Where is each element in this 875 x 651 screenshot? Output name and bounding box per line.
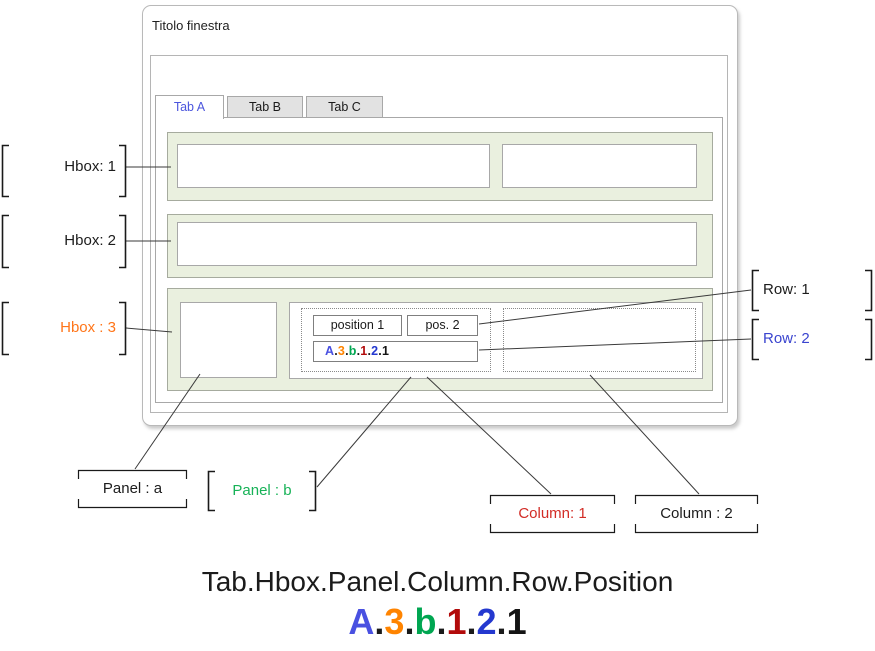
- bracket-row2-right: [865, 318, 873, 361]
- slot-position-1[interactable]: position 1: [313, 315, 402, 336]
- bracket-panelb-right: [309, 470, 317, 512]
- label-row-1: Row: 1: [763, 281, 810, 298]
- tab-b[interactable]: Tab B: [227, 96, 303, 118]
- window-title: Titolo finestra: [152, 18, 230, 33]
- label-panel-b: Panel : b: [232, 482, 292, 499]
- hbox1-field-1: [177, 144, 490, 188]
- label-hbox-1: Hbox: 1: [64, 158, 116, 175]
- label-hbox-2: Hbox: 2: [64, 232, 116, 249]
- slot-code-example[interactable]: A.3.b.1.2.1: [313, 341, 478, 362]
- bracket-row2-left: [751, 318, 759, 361]
- label-row-2: Row: 2: [763, 330, 810, 347]
- hbox1-field-2: [502, 144, 697, 188]
- bracket-row1-left: [751, 269, 759, 312]
- bracket-hbox3-right: [119, 301, 127, 356]
- caption-formula: Tab.Hbox.Panel.Column.Row.Position: [201, 566, 674, 597]
- label-panel-a: Panel : a: [102, 480, 163, 497]
- tab-c[interactable]: Tab C: [306, 96, 383, 118]
- bracket-row1-right: [865, 269, 873, 312]
- label-column-2: Column : 2: [660, 505, 733, 522]
- caption-code-example: A.3.b.1.2.1: [348, 601, 527, 642]
- slot-position-2[interactable]: pos. 2: [407, 315, 478, 336]
- panel-b-column-2: [503, 308, 696, 372]
- label-column-1: Column: 1: [518, 505, 587, 522]
- label-hbox-3: Hbox : 3: [60, 319, 116, 336]
- bracket-hbox1-right: [119, 144, 127, 198]
- panel-a: [180, 302, 277, 378]
- bracket-hbox2-right: [119, 214, 127, 269]
- tab-a[interactable]: Tab A: [155, 95, 224, 119]
- hbox2-field: [177, 222, 697, 266]
